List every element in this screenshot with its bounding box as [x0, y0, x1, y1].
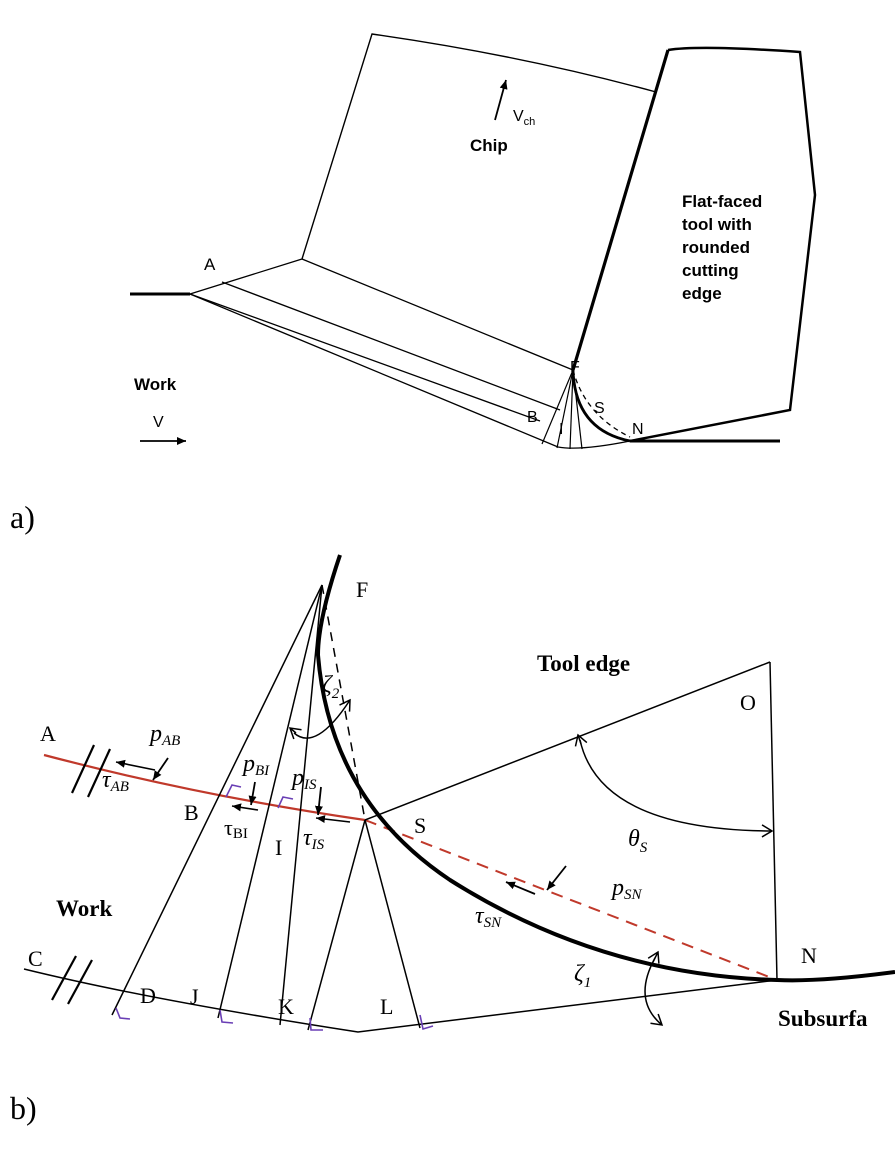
label-zeta2: ζ2 [322, 672, 340, 702]
dashed-chord [572, 369, 631, 438]
line-F-D [111, 584, 323, 1016]
tool-rake-face [571, 49, 670, 371]
label-b-F: F [356, 577, 368, 602]
label-work-a: Work [134, 375, 177, 394]
right-angle-K [309, 1017, 323, 1031]
right-angle-B [225, 784, 242, 798]
p-BI-arrow [248, 781, 257, 806]
p-SN-arrow [546, 865, 567, 891]
break-mark-C-2 [67, 959, 93, 1005]
caption-b: b) [10, 1090, 37, 1126]
zeta2-arc-start [288, 727, 302, 740]
theta-arc [579, 739, 774, 838]
label-tau-BI: τBI [224, 815, 248, 842]
line-F-J [217, 584, 323, 1019]
label-a-F: F [570, 359, 580, 376]
right-angle-I [277, 796, 294, 809]
label-a-A: A [204, 255, 216, 274]
p-AB-arrow [152, 757, 169, 781]
label-b-K: K [278, 994, 294, 1019]
stress-line-SN [364, 819, 778, 981]
tool-label-line-3: rounded [682, 238, 750, 257]
label-b-S: S [414, 813, 426, 838]
line-I-slip [279, 584, 323, 1026]
line-S-K [307, 819, 366, 1031]
chip-outline [301, 33, 657, 371]
theta-arc-start [574, 733, 588, 747]
tool-label-line-1: Flat-faced [682, 192, 762, 211]
label-a-I: I [559, 421, 563, 438]
machined-surface-curve [557, 440, 631, 449]
label-p-SN: pSN [610, 875, 643, 903]
p-IS-arrow [314, 786, 323, 816]
zeta1-arc-start [647, 950, 660, 964]
fan-line-3 [569, 369, 574, 450]
label-v-work: V [153, 414, 164, 431]
tool-edge-curve [315, 554, 895, 983]
label-b-D: D [140, 983, 156, 1008]
zeta1-arc [644, 957, 664, 1026]
right-angle-J [219, 1009, 234, 1024]
break-mark-A-1 [71, 744, 95, 794]
label-a-S: S [594, 400, 605, 417]
label-tool-edge: Tool edge [537, 651, 630, 676]
label-subsurface: Subsurfa [778, 1006, 868, 1031]
label-b-C: C [28, 946, 43, 971]
label-p-IS: pIS [290, 765, 317, 793]
right-angle-markers [115, 784, 434, 1031]
work-bottom-boundary [23, 968, 778, 1033]
tau-IS-arrow [315, 815, 351, 824]
tool-label: Flat-faced tool with rounded cutting edg… [682, 192, 762, 303]
label-work-b: Work [56, 896, 112, 921]
label-zeta1: ζ1 [574, 961, 591, 991]
shear-zone-inner [221, 281, 561, 411]
shear-zone-lower [189, 293, 559, 448]
line-O-N [769, 661, 778, 981]
line-S-L [364, 819, 421, 1029]
fan-line-1 [541, 369, 574, 445]
fan-line-2 [556, 369, 574, 449]
tau-AB-arrow [115, 759, 156, 771]
line-S-O [364, 661, 771, 821]
label-a-N: N [632, 421, 644, 438]
caption-a: a) [10, 499, 35, 535]
shear-plane-top [189, 258, 303, 295]
tau-SN-arrow [505, 881, 536, 895]
label-b-I: I [275, 835, 282, 860]
label-b-A: A [40, 721, 56, 746]
tool-label-line-5: edge [682, 284, 722, 303]
label-a-B: B [527, 409, 538, 426]
label-tau-IS: τIS [303, 825, 325, 853]
tool-label-line-4: cutting [682, 261, 739, 280]
label-tau-SN: τSN [475, 903, 502, 931]
break-mark-A-2 [87, 748, 111, 798]
label-b-B: B [184, 800, 199, 825]
label-b-L: L [380, 994, 393, 1019]
fan-line-4 [572, 369, 583, 450]
label-b-O: O [740, 690, 756, 715]
label-thetaS: θS [628, 826, 648, 856]
break-mark-C-1 [51, 955, 77, 1001]
tool-outline [629, 46, 817, 443]
right-angle-D [115, 1007, 131, 1020]
label-b-N: N [801, 943, 817, 968]
chip-velocity-arrow [494, 79, 508, 121]
right-angle-L [419, 1014, 434, 1031]
label-b-J: J [190, 984, 199, 1009]
tau-BI-arrow [231, 803, 259, 812]
shear-zone-upper [301, 258, 574, 371]
label-p-AB: pAB [148, 721, 180, 749]
panel-b: F A B I S O N C D J K L Tool edge Work S… [23, 554, 895, 1033]
zeta2-arc [293, 698, 351, 739]
panel-a: A F B I S N Chip Vch Work V Flat-faced t… [130, 33, 817, 450]
tool-label-line-2: tool with [682, 215, 752, 234]
label-p-BI: pBI [241, 751, 270, 779]
label-v-chip: Vch [513, 108, 535, 128]
shear-zone-middle [189, 293, 541, 422]
label-chip: Chip [470, 136, 508, 155]
label-tau-AB: τAB [102, 767, 129, 795]
